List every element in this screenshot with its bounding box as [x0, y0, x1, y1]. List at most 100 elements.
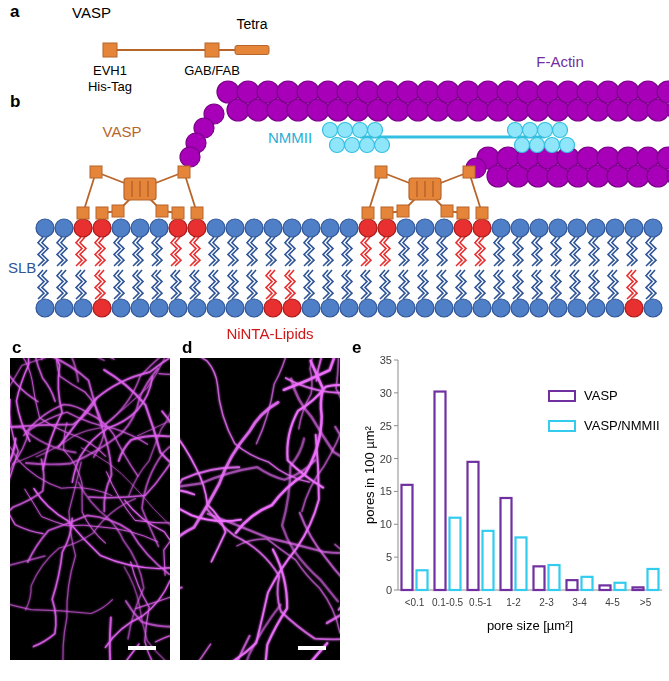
actin-filament	[126, 601, 170, 660]
actin-filament	[34, 489, 170, 574]
myosin-minifilament	[323, 123, 575, 153]
lipid-tail	[99, 237, 105, 266]
category-label: 0.1-0.5	[432, 597, 463, 609]
lipid-tail	[612, 270, 618, 299]
lipid-tail	[194, 270, 200, 299]
axis-title: pore size [µm²]	[487, 619, 573, 634]
lipid-head	[492, 219, 510, 237]
lipid-head	[435, 219, 453, 237]
bar-vasp	[600, 585, 611, 590]
tick	[394, 392, 398, 393]
lipid-tail	[650, 270, 656, 299]
coiled-coil	[432, 181, 434, 197]
lipid-tail	[232, 270, 238, 299]
axis-tick-label: 30	[380, 387, 392, 400]
lipid-tail	[137, 270, 143, 299]
actin-filament	[250, 549, 287, 660]
ninta-lipid-head	[454, 219, 472, 237]
myosin-head	[353, 123, 368, 138]
myosin-head	[530, 138, 545, 153]
myosin-head	[323, 123, 338, 138]
lipid-head	[55, 219, 73, 237]
lipid-tail	[593, 270, 599, 299]
lipid-tail	[365, 237, 371, 266]
lipid-tail	[61, 237, 67, 266]
bar-vasp	[501, 498, 512, 590]
myosin-head	[545, 138, 560, 153]
lipid-head	[226, 299, 244, 317]
actin-filament	[105, 537, 170, 647]
actin-filament	[33, 518, 72, 646]
gab-fab-domain	[156, 205, 168, 217]
lipid-tail	[251, 270, 257, 299]
protein-name: VASP	[72, 4, 111, 21]
lipid-head	[169, 299, 187, 317]
lipid-head	[473, 299, 491, 317]
axis-tick-label: 0	[386, 584, 392, 597]
lipid-tail	[80, 270, 86, 299]
lipid-tail	[327, 270, 333, 299]
ninta-lipid-head	[93, 299, 111, 317]
axis-tick-label: 15	[380, 485, 392, 498]
lipid-tail	[194, 237, 200, 266]
actin-filament	[10, 358, 104, 446]
lipid-tail	[137, 237, 143, 266]
gab-fab-domain	[205, 43, 219, 57]
lipid-head	[511, 299, 529, 317]
category-label: 0.5-1	[469, 597, 492, 609]
actin-filament	[50, 644, 140, 660]
lipid-tail	[213, 237, 219, 266]
axis-tick-label: 5	[386, 551, 392, 564]
part-label: SLB	[8, 259, 36, 276]
bar-vasp-nmmii	[417, 570, 428, 590]
ninta-lipid-head	[283, 299, 301, 317]
lipid-head	[245, 299, 263, 317]
lipid-tail	[384, 270, 390, 299]
lipid-tail	[270, 270, 276, 299]
actin-filament	[136, 509, 170, 608]
tick	[394, 524, 398, 525]
actin-filament	[327, 468, 340, 623]
lipid-head	[568, 219, 586, 237]
lipid-head	[435, 299, 453, 317]
micrograph-ground	[10, 358, 170, 660]
actin-filament	[138, 422, 171, 465]
lipid-head	[511, 219, 529, 237]
coiled-coil	[131, 181, 133, 197]
lipid-head	[587, 219, 605, 237]
ninta-lipid-head	[169, 219, 187, 237]
lipid-tail	[289, 270, 295, 299]
myosin-head	[368, 123, 383, 138]
lipid-head	[549, 299, 567, 317]
lipid-head	[207, 219, 225, 237]
actin-filament	[104, 370, 170, 477]
lipid-head	[74, 299, 92, 317]
myosin-head	[508, 123, 523, 138]
tetramerization-domain	[124, 178, 156, 200]
actin-filament	[155, 515, 170, 642]
lipid-tail	[289, 237, 295, 266]
linker-line	[110, 49, 245, 51]
gab-fab-domain	[90, 166, 102, 178]
axis-tick-label: 25	[380, 419, 392, 432]
lipid-tail	[346, 237, 352, 266]
lipid-head	[606, 219, 624, 237]
bar-vasp	[567, 580, 578, 590]
lipid-tail	[251, 237, 257, 266]
gab-fab-domain	[178, 166, 190, 178]
lipid-tail	[118, 237, 124, 266]
coiled-coil	[139, 181, 141, 197]
actin-filament	[236, 361, 323, 533]
coiled-coil	[147, 181, 149, 197]
lipid-tail	[460, 237, 466, 266]
axis-tick-label: 20	[380, 452, 392, 465]
vasp-tetramer	[362, 166, 488, 219]
lipid-head	[36, 219, 54, 237]
panel-letter: c	[12, 338, 21, 358]
actin-filament	[268, 358, 319, 429]
actin-filament	[180, 644, 211, 660]
lipid-tail	[441, 270, 447, 299]
tetra-domain	[235, 46, 269, 55]
lipid-tail	[61, 270, 67, 299]
